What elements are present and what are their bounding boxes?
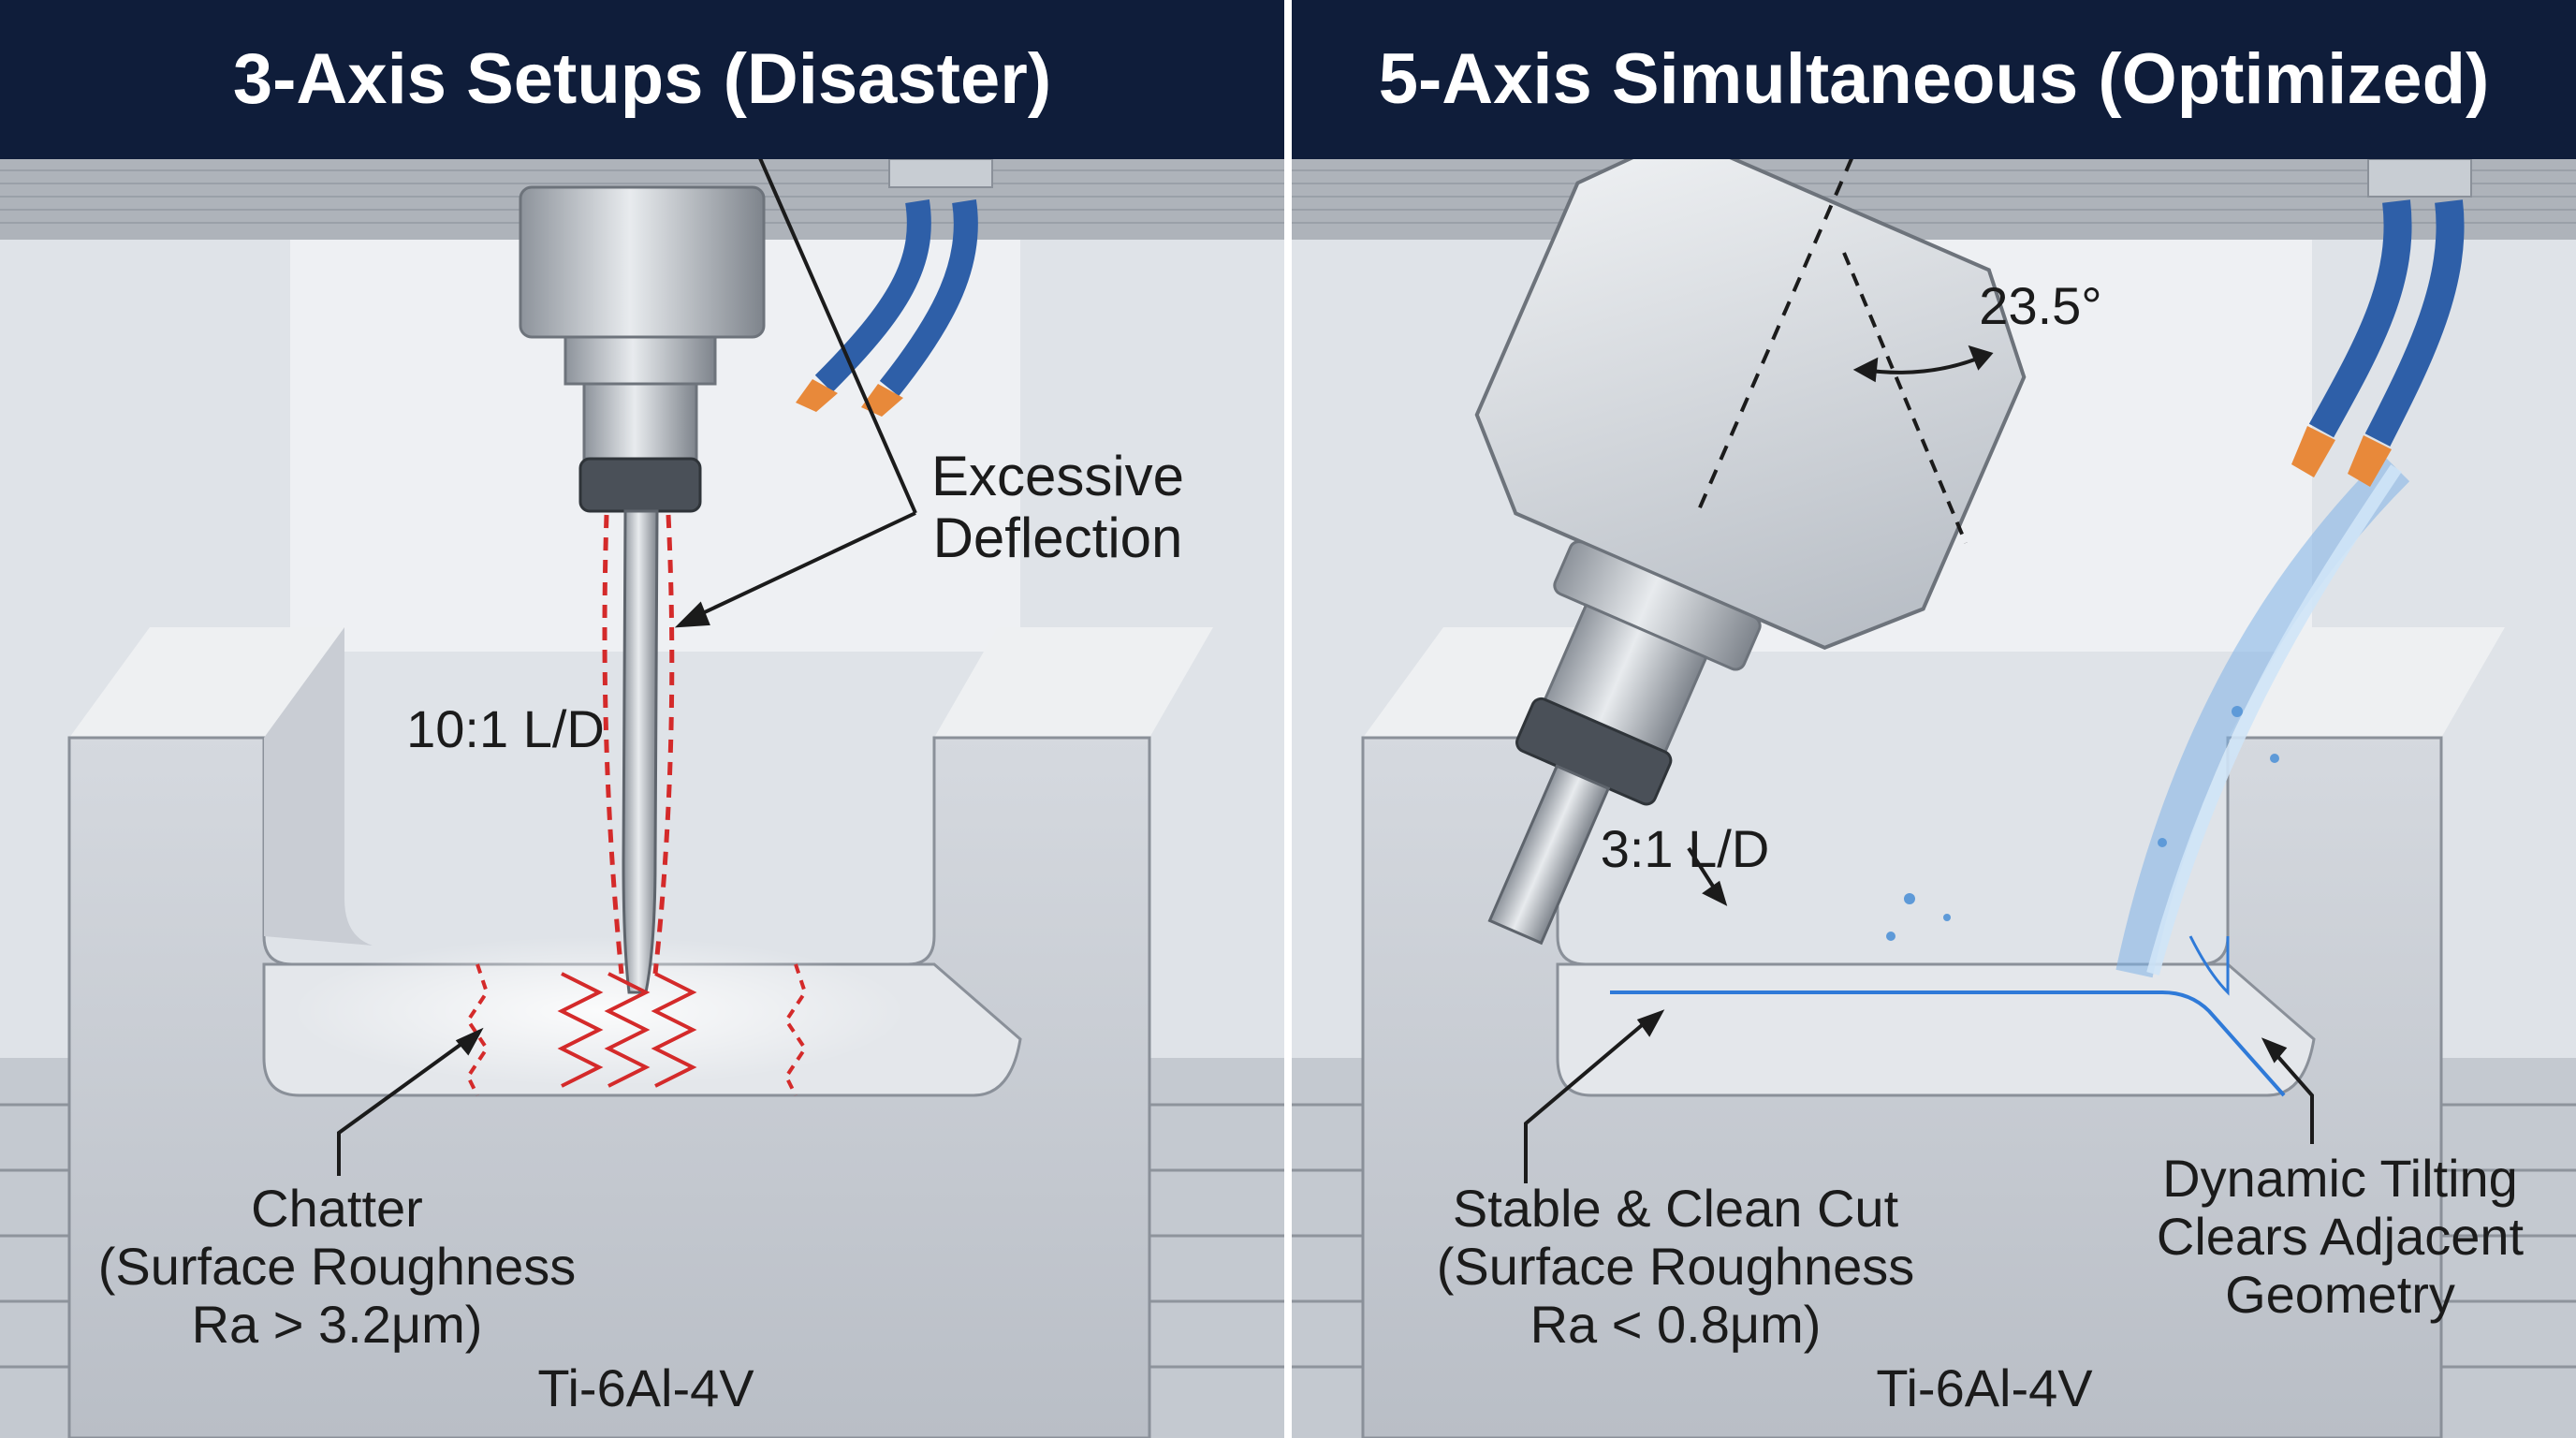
five-axis-panel: 5-Axis Simultaneous (Optimized) 23.5° 3:… [1292,0,2576,1438]
tilt-clearance-line-1: Dynamic Tilting [2162,1149,2518,1208]
material-label: Ti-6Al-4V [537,1358,754,1417]
chatter-label: Chatter (Surface Roughness Ra > 3.2μm) [75,1180,599,1354]
coolant-spray [1886,454,2410,978]
clean-cut-line-3: Ra < 0.8μm) [1530,1295,1822,1354]
gantry-beam [1292,159,2576,240]
clean-cut-line-1: Stable & Clean Cut [1452,1179,1899,1238]
coolant-hoses [2291,158,2472,487]
title-bar [0,0,1284,159]
tilt-clearance-line-2: Clears Adjacent [2156,1207,2525,1266]
ld-ratio-label: 10:1 L/D [406,699,605,758]
tilt-clearance-label: Dynamic Tilting Clears Adjacent Geometry [2115,1150,2565,1324]
clean-cut-line-2: (Surface Roughness [1436,1237,1915,1296]
clean-cut-label: Stable & Clean Cut (Surface Roughness Ra… [1432,1180,1919,1354]
title-bar [1292,0,2576,159]
spindle-assembly [519,185,766,994]
long-end-mill [622,509,659,994]
chatter-line-2: (Surface Roughness [97,1237,577,1296]
tilt-angle-indicator [1842,252,1994,544]
chatter-marks [465,963,808,1096]
ld-ratio-label: 3:1 L/D [1600,819,1770,878]
tilt-clearance-line-3: Geometry [2225,1265,2455,1324]
panel-title: 3-Axis Setups (Disaster) [232,39,1052,119]
tilt-angle-label: 23.5° [1979,276,2102,335]
workpiece-block [67,627,1213,1438]
deflection-label: Excessive Deflection [899,446,1217,569]
panel-title: 5-Axis Simultaneous (Optimized) [1378,39,2490,119]
material-label: Ti-6Al-4V [1876,1358,2093,1417]
coolant-hoses [796,158,993,417]
deflection-line-2: Deflection [932,506,1183,569]
five-axis-illustration [1292,132,2576,1438]
leader-arrows [1524,846,2314,1183]
three-axis-panel: 3-Axis Setups (Disaster) 10:1 L/D Excess… [0,0,1284,1438]
clean-cut-path [1610,935,2286,1097]
chatter-line-3: Ra > 3.2μm) [191,1295,483,1354]
deflection-line-1: Excessive [930,445,1185,507]
panel-divider [1284,0,1292,1438]
chatter-line-1: Chatter [251,1179,423,1238]
three-axis-illustration [0,0,1284,1438]
short-end-mill [1487,764,1611,946]
workpiece-block [1361,627,2505,1438]
tilted-spindle-head [1474,132,2027,946]
deflection-envelope [602,514,675,975]
